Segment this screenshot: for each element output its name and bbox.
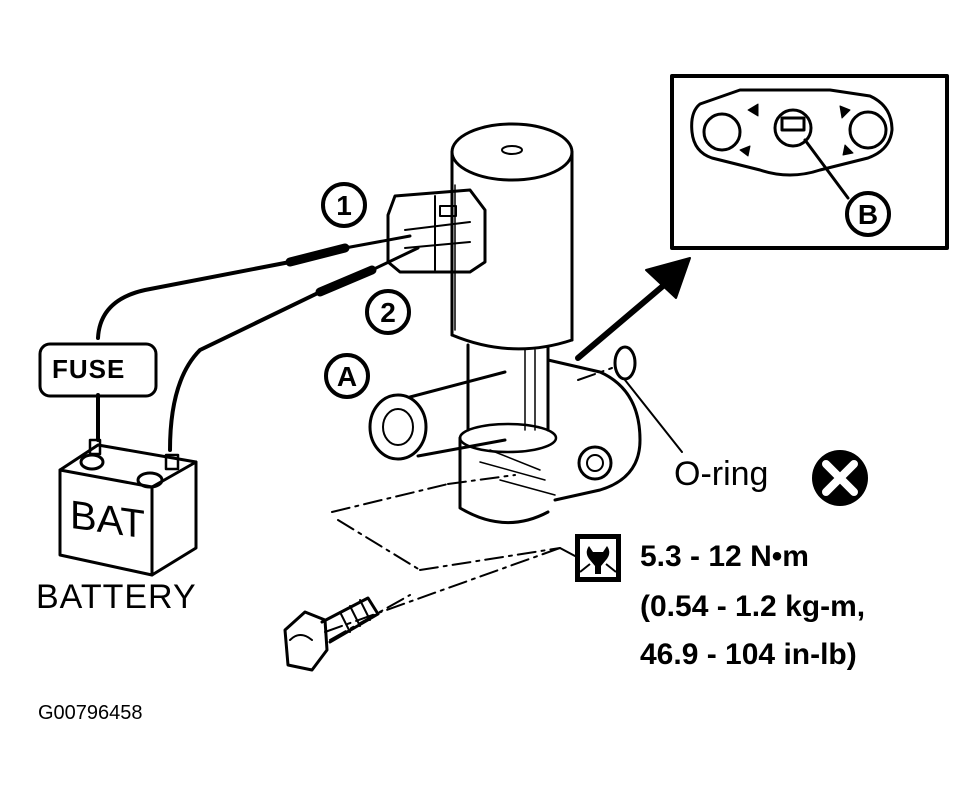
oring-leader: [624, 379, 683, 453]
torque-leader: [559, 547, 576, 557]
callout-b-label: B: [857, 199, 879, 230]
callout-1-circle: [321, 182, 367, 228]
figure-id: G00796458: [38, 702, 143, 724]
torque-spec-line2: (0.54 - 1.2 kg-m,: [640, 590, 866, 623]
callout-2-label: 2: [380, 297, 396, 328]
o-ring-label: O-ring: [674, 455, 769, 493]
battery-drawing: [58, 438, 198, 577]
battery-label: BATTERY: [36, 578, 197, 616]
inset-detail: [670, 74, 949, 250]
valve-assembly: [368, 122, 642, 524]
callout-a-label: A: [336, 361, 358, 392]
callout-1-label: 1: [336, 190, 352, 221]
callout-b-circle: [845, 191, 891, 237]
test-leads: [96, 234, 420, 452]
torque-spec-line1: 5.3 - 12 N•m: [640, 540, 809, 573]
wrench-icon: [575, 534, 621, 582]
torque-spec-line3: 46.9 - 104 in-lb): [640, 638, 857, 671]
bolt: [283, 596, 380, 672]
fuse-box: [38, 342, 158, 398]
callout-2-circle: [365, 289, 411, 335]
connector: [386, 188, 487, 274]
pointer-arrow: [575, 257, 691, 361]
fuse-label: FUSE: [52, 354, 126, 384]
x-circle-icon: [812, 450, 868, 506]
callout-a-circle: [324, 353, 370, 399]
